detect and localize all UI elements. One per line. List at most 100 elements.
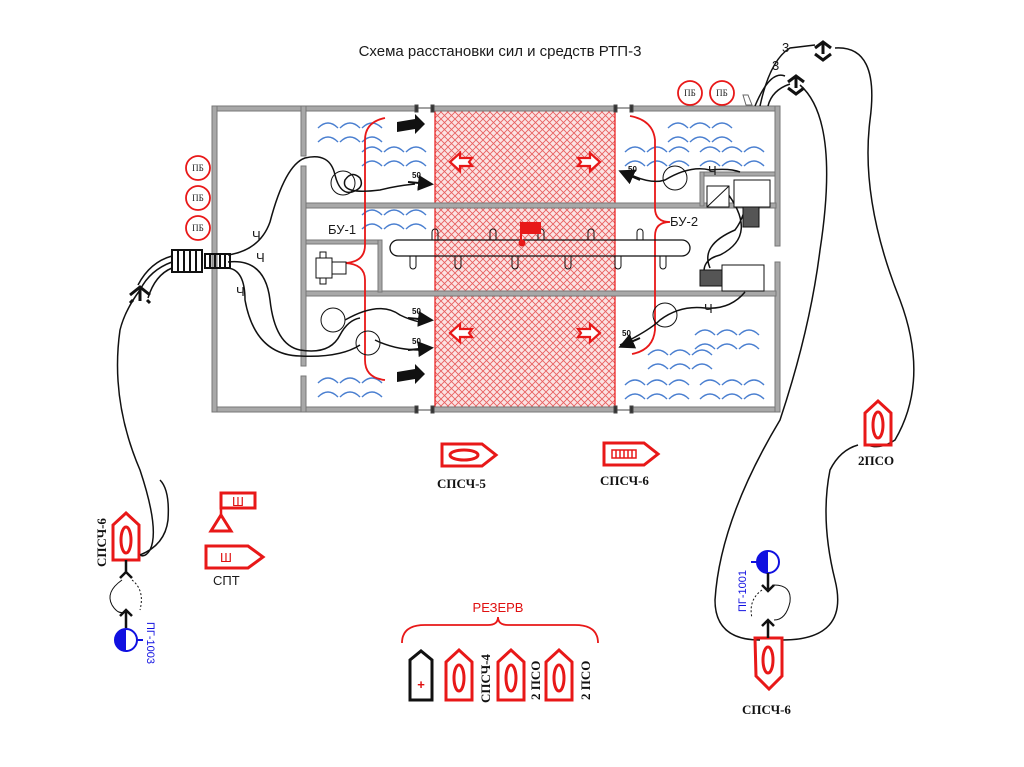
wave-mark <box>711 136 733 143</box>
fire-posts-left: ПБ ПБ ПБ <box>185 155 211 241</box>
ladder-top-right <box>742 94 753 106</box>
hose-lines <box>227 156 747 358</box>
wave-mark <box>383 223 405 230</box>
fire-post-circle <box>677 80 703 106</box>
wave-mark <box>646 393 668 400</box>
wave-mark <box>339 122 361 129</box>
wave-mark <box>738 329 760 336</box>
svg-text:2 ПСО: 2 ПСО <box>528 661 543 700</box>
vehicle-spt: Ш Ш СПТ <box>204 491 266 588</box>
sector-label-bu1: БУ-1 <box>328 222 356 237</box>
equipment-bu1 <box>315 251 347 285</box>
wave-mark <box>361 223 383 230</box>
wave-mark <box>383 209 405 216</box>
wave-mark <box>668 379 690 386</box>
fire-post-label: ПБ <box>192 163 204 173</box>
wave-mark <box>361 209 383 216</box>
svg-text:50: 50 <box>622 329 631 338</box>
wave-mark <box>691 363 713 370</box>
sector-bracket-bu2 <box>629 115 671 355</box>
svg-text:СПСЧ-4: СПСЧ-4 <box>478 654 493 703</box>
wave-mark <box>361 377 383 384</box>
wave-mark <box>711 122 733 129</box>
wave-mark <box>669 363 691 370</box>
fire-post-circle <box>185 185 211 211</box>
reserve-label: РЕЗЕРВ <box>473 600 524 615</box>
wave-mark <box>317 391 339 398</box>
svg-text:Ш: Ш <box>232 494 244 509</box>
wave-mark <box>699 160 721 167</box>
fire-post-circle <box>185 155 211 181</box>
svg-text:ПГ-1003: ПГ-1003 <box>144 622 156 664</box>
wave-mark <box>317 122 339 129</box>
wave-mark <box>743 160 765 167</box>
doors <box>414 104 634 414</box>
svg-text:50: 50 <box>412 307 421 316</box>
wave-mark <box>624 379 646 386</box>
wave-mark <box>646 379 668 386</box>
vehicle-spsch6-right: СПСЧ-6 <box>742 636 791 717</box>
fire-origin-flag <box>518 222 541 247</box>
wave-mark <box>361 391 383 398</box>
nozzles: 50 50 50 50 50 <box>407 165 641 358</box>
hydrant-right: ПГ-1001 <box>737 550 791 638</box>
fire-post-circle <box>185 215 211 241</box>
svg-text:50: 50 <box>628 165 637 174</box>
wave-mark <box>339 136 361 143</box>
fire-post-label: ПБ <box>716 88 728 98</box>
svg-text:ПГ-1001: ПГ-1001 <box>737 570 749 612</box>
wave-mark <box>383 146 405 153</box>
fire-post-circle <box>709 80 735 106</box>
svg-text:Ш: Ш <box>220 550 232 565</box>
wave-mark <box>743 393 765 400</box>
wave-mark <box>689 122 711 129</box>
wave-mark <box>743 146 765 153</box>
wave-mark <box>647 349 669 356</box>
hose-to-spsch6-left <box>139 479 170 556</box>
wave-mark <box>668 393 690 400</box>
wave-mark <box>405 160 427 167</box>
ladder-left <box>171 249 231 273</box>
svg-text:СПТ: СПТ <box>213 573 240 588</box>
wave-mark <box>691 349 713 356</box>
wave-mark <box>647 363 669 370</box>
hose-label-3a: 3 <box>782 40 789 55</box>
svg-text:50: 50 <box>412 337 421 346</box>
fire-post-label: ПБ <box>192 193 204 203</box>
svg-text:СПСЧ-6: СПСЧ-6 <box>600 473 649 488</box>
wave-mark <box>361 146 383 153</box>
branch-label-5: Ч <box>704 301 713 316</box>
wave-mark <box>405 223 427 230</box>
medical-cross: + <box>417 677 425 692</box>
wave-mark <box>405 146 427 153</box>
wave-mark <box>339 377 361 384</box>
wave-mark <box>624 393 646 400</box>
wave-mark <box>383 160 405 167</box>
reserve-group: РЕЗЕРВ + СПСЧ-4 2 ПСО 2 ПСО <box>401 600 599 703</box>
sector-label-bu2: БУ-2 <box>670 214 698 229</box>
wave-mark <box>721 146 743 153</box>
branch-label-2: Ч <box>256 250 265 265</box>
wave-mark <box>624 160 646 167</box>
branch-label-1: Ч <box>252 228 261 243</box>
wave-mark <box>667 122 689 129</box>
wave-mark <box>721 393 743 400</box>
wave-mark <box>669 349 691 356</box>
wave-mark <box>721 160 743 167</box>
fire-post-label: ПБ <box>684 88 696 98</box>
wave-mark <box>405 209 427 216</box>
wave-mark <box>361 136 383 143</box>
wave-mark <box>699 146 721 153</box>
svg-text:СПСЧ-5: СПСЧ-5 <box>437 476 486 491</box>
hydrant-left: ПГ-1003 <box>109 560 156 664</box>
wave-mark <box>317 136 339 143</box>
fire-posts-top: ПБ ПБ <box>677 80 735 106</box>
vehicle-spsch6-center: СПСЧ-6 <box>600 441 661 488</box>
wave-mark <box>646 146 668 153</box>
wave-mark <box>743 379 765 386</box>
wave-mark <box>689 136 711 143</box>
fire-post-label: ПБ <box>192 223 204 233</box>
attack-direction-arrows <box>397 114 425 384</box>
wave-mark <box>716 329 738 336</box>
